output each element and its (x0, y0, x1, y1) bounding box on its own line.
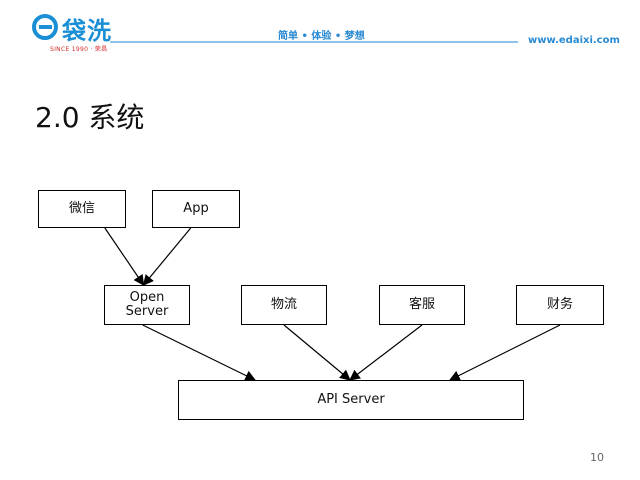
edge-kefu-to-api_server (349, 324, 423, 381)
node-app: App (152, 190, 240, 228)
edge-caiwu-to-api_server (449, 324, 561, 381)
node-label: App (183, 201, 209, 217)
logo-subtitle: SINCE 1990 · 荣昌 (50, 46, 108, 53)
edge-open_server-to-api_server (142, 324, 256, 381)
header-slogan: 简单 • 体验 • 梦想 (278, 31, 365, 42)
edge-weixin-to-open_server (104, 227, 145, 286)
node-caiwu: 财务 (516, 285, 604, 325)
node-label: API Server (317, 392, 385, 408)
node-wuliu: 物流 (241, 285, 327, 325)
node-label: 财务 (546, 297, 573, 313)
node-api-server: API Server (178, 380, 524, 420)
node-label: 物流 (270, 297, 297, 313)
node-label: 客服 (408, 297, 435, 313)
node-label: Open Server (125, 290, 169, 319)
header-divider (110, 41, 518, 43)
slide-title: 2.0 系统 (35, 101, 145, 134)
node-open-server: Open Server (104, 285, 190, 325)
node-weixin: 微信 (38, 190, 126, 228)
logo-e-icon (32, 14, 58, 40)
edge-wuliu-to-api_server (283, 324, 351, 381)
logo-brand-text: 袋洗 (62, 17, 112, 45)
brand-logo: 袋洗 SINCE 1990 · 荣昌 (32, 10, 122, 54)
header-url: www.edaixi.com (528, 35, 620, 46)
node-kefu: 客服 (379, 285, 465, 325)
node-label: 微信 (68, 201, 95, 217)
edge-app-to-open_server (142, 227, 192, 286)
page-number: 10 (590, 451, 604, 464)
